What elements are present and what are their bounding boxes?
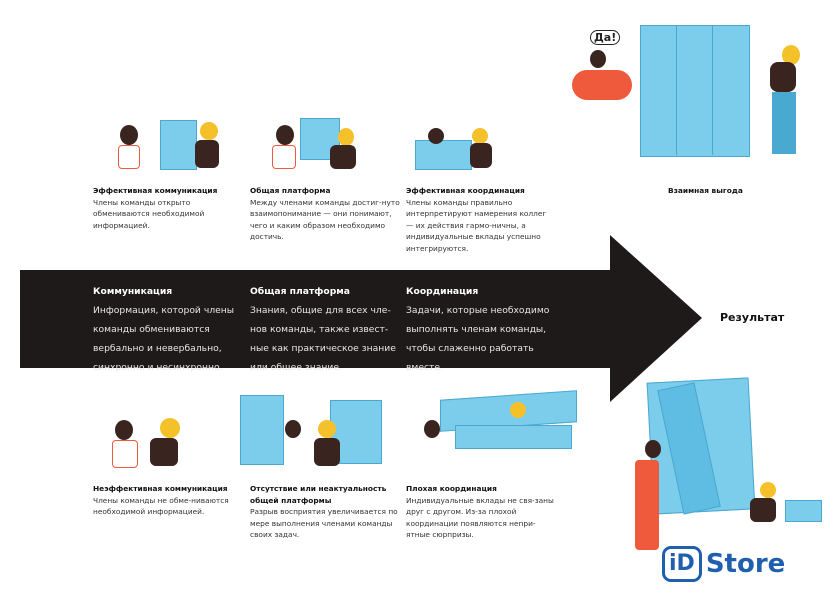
block-title: Плохая координация — [406, 484, 497, 493]
block-text: Члены команды не обме-ниваются необходим… — [93, 495, 229, 517]
result-label: Результат — [720, 311, 785, 324]
speech-bubble: Да! — [590, 30, 621, 45]
bottom-block-platform: Отсутствие или неактуальность общей плат… — [250, 483, 400, 541]
block-text: Между членами команды достиг-нуто взаимо… — [250, 197, 400, 242]
logo-store: Store — [705, 549, 786, 579]
block-title: Эффективная координация — [406, 186, 525, 195]
block-text: Задачи, которые необходимо выполнять чле… — [406, 305, 550, 373]
block-title: Общая платформа — [250, 286, 350, 297]
block-text: Индивидуальные вклады не свя-заны друг с… — [406, 495, 554, 540]
block-text: Знания, общие для всех чле-нов команды, … — [250, 305, 396, 373]
result-good-label: Взаимная выгода — [668, 186, 743, 195]
block-text: Члены команды открыто обмениваются необх… — [93, 197, 205, 230]
block-title: Отсутствие или неактуальность общей плат… — [250, 484, 387, 505]
block-title: Общая платформа — [250, 186, 331, 195]
block-title: Эффективная коммуникация — [93, 186, 218, 195]
block-title: Неэффективная коммуникация — [93, 484, 228, 493]
block-title: Координация — [406, 286, 479, 297]
block-text: Члены команды правильно интерпретируют н… — [406, 197, 547, 253]
block-text: Информация, которой члены команды обмени… — [93, 305, 235, 373]
block-text: Разрыв восприятия увеличивается по мере … — [250, 507, 398, 539]
block-title: Коммуникация — [93, 286, 173, 297]
idstore-logo: iD Store — [662, 546, 785, 582]
logo-id: iD — [662, 546, 702, 582]
